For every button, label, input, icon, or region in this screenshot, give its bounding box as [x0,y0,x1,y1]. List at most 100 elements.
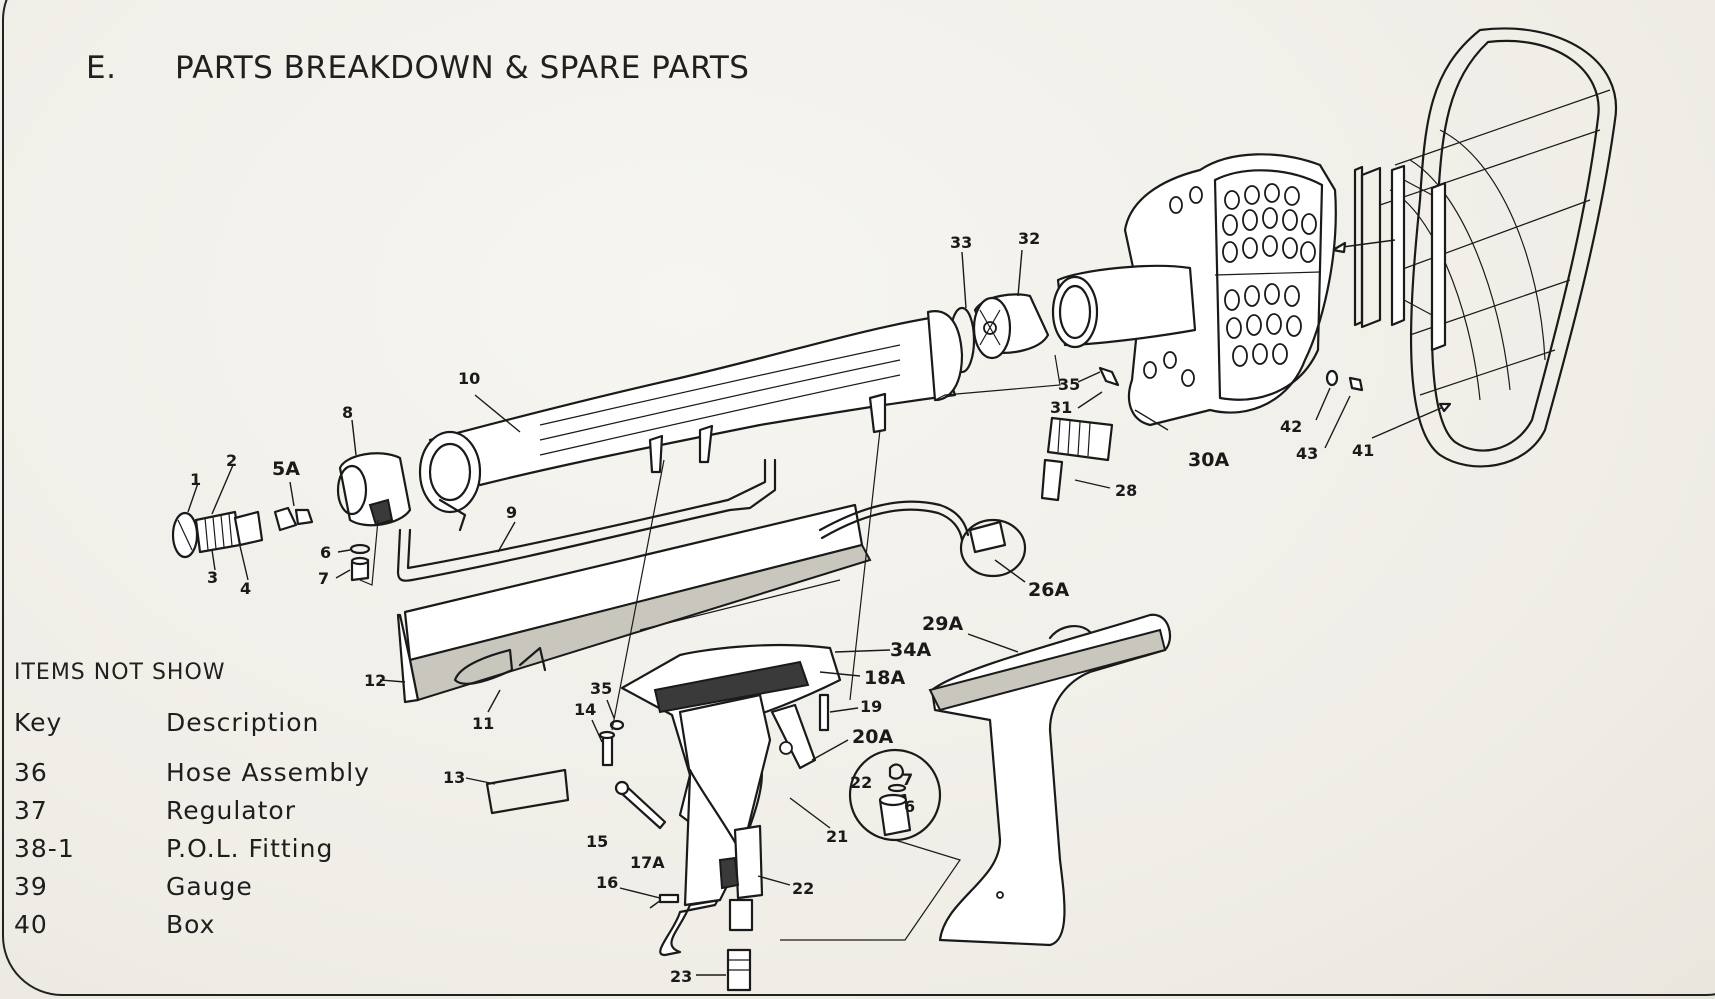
frame-part-17a [620,643,842,957]
callout-34a: 34A [890,639,931,661]
legend-row: 36 Hose Assembly [14,758,404,794]
guide-line-4 [780,839,961,941]
callout-6: 6 [320,543,331,562]
callout-19: 19 [860,697,882,716]
legend-key: 38-1 [14,834,75,863]
callout-5a: 5A [272,458,300,480]
callout-22-inset: 22 [850,773,872,792]
hose-fitting-part-26a [818,500,1027,583]
legend-row: 37 Regulator [14,796,404,832]
callout-12: 12 [364,671,386,690]
legend-description: Regulator [166,796,296,825]
callout-16: 16 [596,873,618,892]
guide-line-2 [611,459,665,731]
legend-key: 40 [14,910,48,939]
callout-29a: 29A [922,613,963,635]
callout-2: 2 [226,451,237,470]
callout-10: 10 [458,369,480,388]
callout-8: 8 [342,403,353,422]
callout-15: 15 [586,832,608,851]
callout-31: 31 [1050,398,1072,417]
callout-7-inset: 7 [902,770,913,789]
section-letter: E. [86,50,117,86]
section-title: PARTS BREAKDOWN & SPARE PARTS [175,50,750,86]
callout-6-inset: 6 [904,797,915,816]
spring-part-2 [194,464,242,554]
callout-22: 22 [792,879,814,898]
screw-parts-42-43 [1315,369,1364,449]
callout-35-frame: 35 [590,679,612,698]
channel-part-12 [379,503,872,704]
perforated-butt-part-30a [1051,153,1337,431]
nut-part-8 [336,419,412,527]
barrel-part-10 [418,310,964,532]
fitting-part-23 [696,948,752,992]
callout-23: 23 [670,967,692,986]
legend-row: 40 Box [14,910,404,946]
callout-4: 4 [240,579,251,598]
callout-33: 33 [950,233,972,252]
wire-stock-part-41 [1331,27,1618,468]
callout-35: 35 [1058,375,1080,394]
pin-part-14 [591,719,616,767]
front-cap-part-1 [171,482,199,559]
tube-part-9 [396,458,777,582]
oring-part-6 [337,543,371,555]
callout-28: 28 [1115,481,1137,500]
callout-18a: 18A [864,667,905,689]
callout-3: 3 [207,568,218,587]
callout-21: 21 [826,827,848,846]
inset-detail-circle [848,748,942,842]
leader-11 [487,689,501,713]
leader-21 [789,797,831,829]
callout-20a: 20A [852,726,893,748]
legend-key: 36 [14,758,48,787]
leader-34a [834,649,891,653]
legend-description: Box [166,910,216,939]
leader-3 [211,549,216,571]
legend-heading: ITEMS NOT SHOW [14,660,226,685]
callout-17a: 17A [630,853,665,872]
guide-line-5 [359,519,379,586]
regulator-part-28 [1040,416,1114,502]
pin-part-16 [619,887,680,904]
callout-1: 1 [190,470,201,489]
legend-row: 38-1 P.O.L. Fitting [14,834,404,870]
callout-43: 43 [1296,444,1318,463]
guide-line-3 [849,429,881,701]
screw-part-15 [614,780,667,830]
callout-30a: 30A [1188,449,1229,471]
trigger-part-20a [770,703,849,770]
callout-14: 14 [574,700,596,719]
plug-part-4 [233,510,264,581]
legend-key: 37 [14,796,48,825]
legend-description: Hose Assembly [166,758,370,787]
legend-key-header: Key [14,708,63,737]
legend-key: 39 [14,872,48,901]
filter-part-32 [972,249,1050,360]
callout-7: 7 [318,569,329,588]
cup-part-7 [335,556,370,582]
plate-part-13 [465,768,570,815]
leader-22 [757,875,791,886]
legend-description: P.O.L. Fitting [166,834,334,863]
legend-header-row: Key Description [14,708,404,744]
butt-holes [1143,183,1317,387]
legend-desc-header: Description [166,708,320,737]
legend-description: Gauge [166,872,253,901]
callout-32: 32 [1018,229,1040,248]
callout-41: 41 [1352,441,1374,460]
guide-line-1 [934,354,1061,401]
callout-11: 11 [472,714,494,733]
callout-42: 42 [1280,417,1302,436]
grip-part-29a [928,613,1172,947]
screw-part-31 [1077,366,1120,409]
valve-part-5a [273,481,314,532]
pin-part-19 [818,693,859,732]
leader-35 [1077,371,1101,383]
legend-row: 39 Gauge [14,872,404,908]
callout-13: 13 [443,768,465,787]
